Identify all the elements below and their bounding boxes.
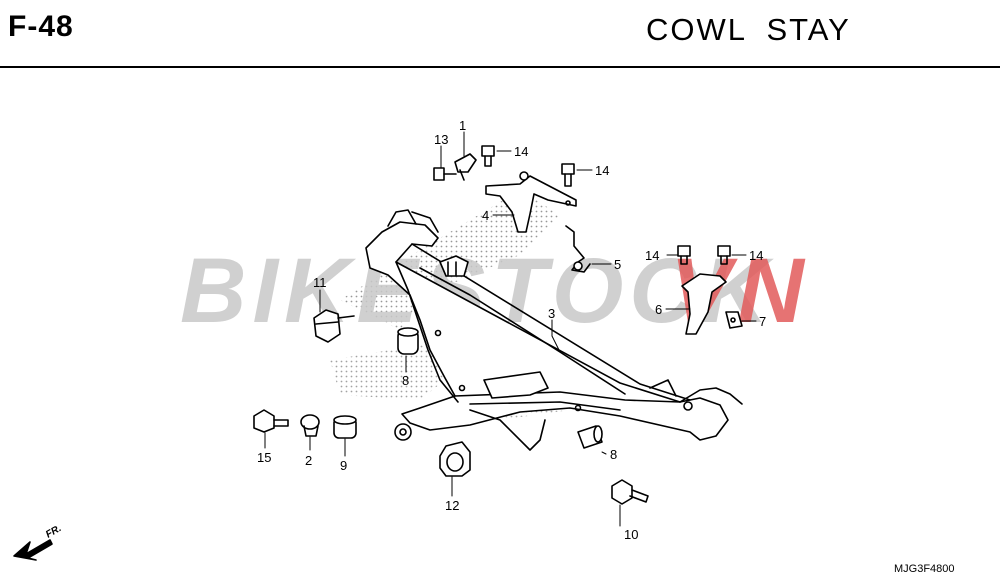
bolt-part-14-a bbox=[481, 145, 495, 167]
callout-labels: 1 13 14 14 4 5 14 14 6 7 3 11 8 8 15 2 9… bbox=[44, 118, 766, 542]
callout-7: 7 bbox=[759, 314, 766, 329]
clamp-part-11 bbox=[313, 309, 355, 343]
callout-8-lower: 8 bbox=[610, 447, 617, 462]
callout-9: 9 bbox=[340, 458, 347, 473]
bracket-part-6 bbox=[681, 273, 727, 335]
bolt-part-14-b bbox=[561, 163, 575, 187]
collar-part-2 bbox=[300, 414, 320, 437]
callout-10: 10 bbox=[624, 527, 638, 542]
page-code: F-48 bbox=[8, 10, 74, 43]
callout-14-b: 14 bbox=[595, 163, 609, 178]
front-direction-arrow-icon bbox=[13, 539, 53, 561]
clamp-part-12 bbox=[439, 441, 471, 477]
callout-14-d: 14 bbox=[749, 248, 763, 263]
callout-14-a: 14 bbox=[514, 144, 528, 159]
callout-4: 4 bbox=[482, 208, 489, 223]
bolt-part-10 bbox=[611, 479, 649, 505]
callout-2: 2 bbox=[305, 453, 312, 468]
callout-15: 15 bbox=[257, 450, 271, 465]
bolt-part-14-d bbox=[717, 245, 731, 265]
callout-11: 11 bbox=[313, 275, 327, 290]
callout-8-upper: 8 bbox=[402, 373, 409, 388]
bolt-part-15 bbox=[253, 409, 289, 433]
callout-1: 1 bbox=[459, 118, 466, 133]
clip-part-5 bbox=[565, 225, 591, 273]
diagram-reference-code: MJG3F4800 bbox=[894, 563, 955, 575]
rubber-part-8-upper bbox=[397, 327, 419, 355]
bracket-part-1 bbox=[454, 153, 477, 181]
rubber-part-9 bbox=[333, 415, 357, 439]
callout-5: 5 bbox=[614, 257, 621, 272]
upper-stay-part-4 bbox=[485, 171, 577, 233]
callout-12: 12 bbox=[445, 498, 459, 513]
bolt-part-13 bbox=[433, 167, 457, 181]
callout-6: 6 bbox=[655, 302, 662, 317]
callout-13: 13 bbox=[434, 132, 448, 147]
front-direction-label: FR. bbox=[44, 523, 63, 541]
rubber-part-8-lower bbox=[577, 425, 603, 449]
nut-part-7 bbox=[725, 311, 743, 329]
bolt-part-14-c bbox=[677, 245, 691, 265]
leader-lines bbox=[264, 131, 757, 527]
cowl-stay-frame bbox=[365, 209, 743, 451]
callout-14-c: 14 bbox=[645, 248, 659, 263]
header-divider bbox=[0, 66, 1000, 68]
callout-3: 3 bbox=[548, 306, 555, 321]
page-title: COWL STAY bbox=[646, 12, 851, 47]
